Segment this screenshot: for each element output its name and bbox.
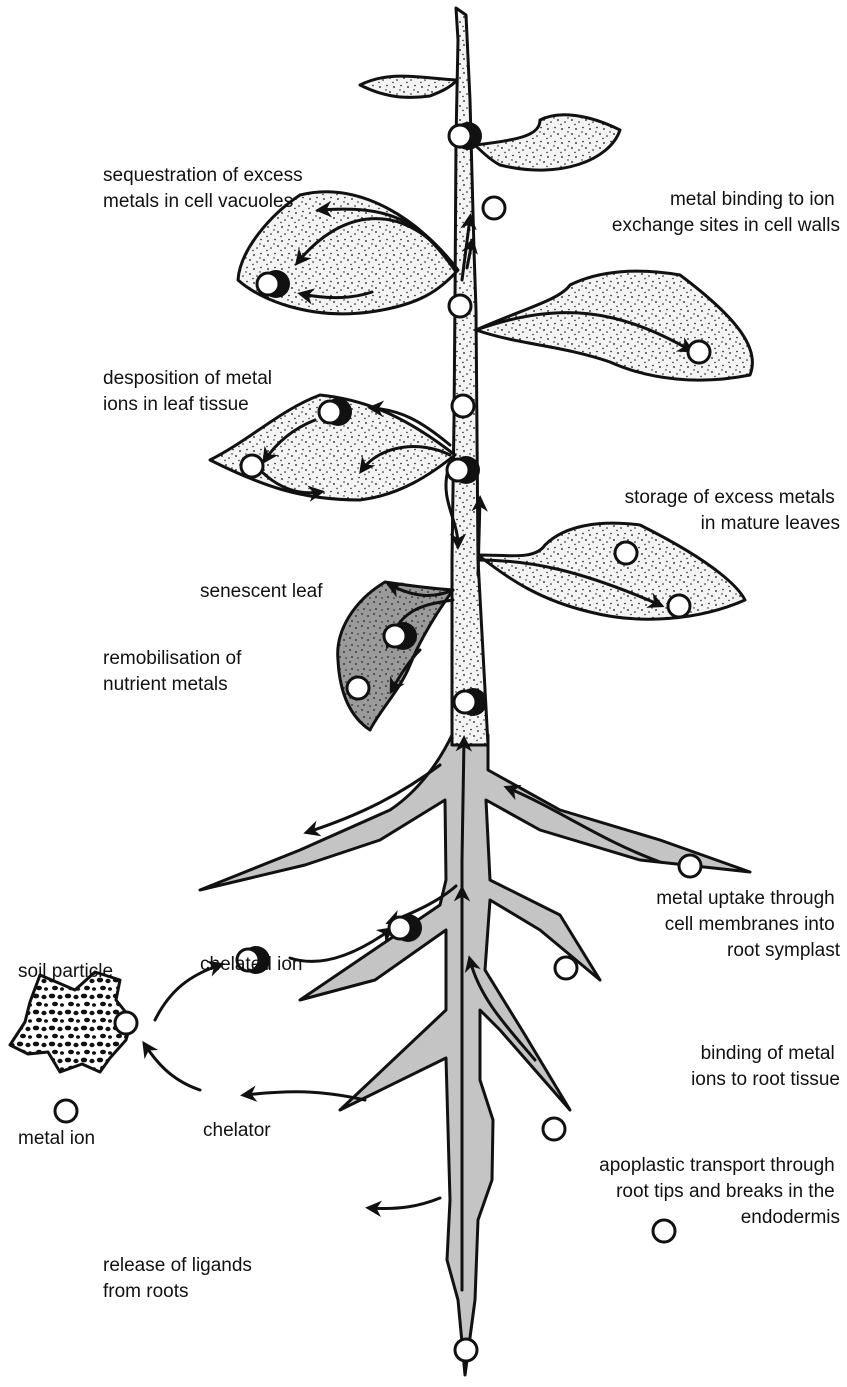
label-soil-particle: soil particle bbox=[18, 961, 113, 982]
chelator-symbol bbox=[214, 1079, 227, 1105]
metal-ion-symbol bbox=[688, 341, 710, 363]
chelated-ion-symbol bbox=[319, 398, 352, 426]
metal-ion-symbol bbox=[653, 1220, 675, 1242]
label-chelator: chelator bbox=[203, 1120, 271, 1141]
label-uptake: metal uptake through cell membranes into… bbox=[656, 888, 841, 961]
label-apoplastic: apoplastic transport through root tips a… bbox=[599, 1155, 840, 1228]
metal-ion-symbol bbox=[615, 542, 637, 564]
flow-arrow bbox=[370, 1198, 440, 1209]
chelated-ion-symbol bbox=[449, 122, 482, 150]
chelator-symbol bbox=[376, 1105, 389, 1131]
metal-ion-symbol bbox=[555, 957, 577, 979]
flow-arrow bbox=[478, 500, 480, 575]
metal-ion-symbol bbox=[668, 595, 690, 617]
label-chelated-ion: chelated ion bbox=[200, 954, 302, 975]
chelator-symbol bbox=[346, 1198, 359, 1224]
flow-arrow bbox=[145, 1045, 200, 1090]
leaf-top-right bbox=[475, 115, 620, 170]
chelated-ion-symbol bbox=[454, 688, 487, 716]
chelated-ion-symbol bbox=[257, 270, 290, 298]
label-deposition: desposition of metal ions in leaf tissue bbox=[103, 368, 277, 415]
label-release-ligands: release of ligands from roots bbox=[103, 1255, 257, 1302]
metal-ion-symbol bbox=[455, 1339, 477, 1361]
label-binding-root: binding of metal ions to root tissue bbox=[691, 1043, 840, 1090]
stem bbox=[452, 8, 488, 745]
metal-ion-symbol bbox=[449, 295, 471, 317]
leaf-storage bbox=[478, 523, 745, 619]
chelated-ion-symbol bbox=[389, 914, 422, 942]
metal-ion-symbol bbox=[115, 1012, 137, 1034]
root-system bbox=[200, 735, 750, 1375]
metal-ion-symbol bbox=[483, 197, 505, 219]
label-binding-cell-walls: metal binding to ion exchange sites in c… bbox=[612, 189, 840, 236]
metal-ion-symbol bbox=[543, 1118, 565, 1140]
metal-ion-symbol bbox=[452, 395, 474, 417]
flow-arrow bbox=[245, 1092, 365, 1100]
chelated-ion-symbol bbox=[384, 622, 417, 650]
label-remobilisation: remobilisation of nutrient metals bbox=[103, 648, 247, 695]
label-sequestration: sequestration of excess metals in cell v… bbox=[103, 165, 308, 212]
metal-ion-symbol bbox=[241, 455, 263, 477]
chelated-ion-symbol bbox=[447, 456, 480, 484]
leaf-top-left bbox=[360, 76, 457, 97]
label-metal-ion: metal ion bbox=[18, 1128, 95, 1149]
metal-ion-symbol bbox=[679, 855, 701, 877]
metal-ion-symbol bbox=[347, 677, 369, 699]
label-storage: storage of excess metals in mature leave… bbox=[625, 487, 840, 534]
leaf-right-upper bbox=[476, 271, 752, 380]
legend-metal-ion-symbol bbox=[55, 1100, 77, 1122]
label-senescent-leaf: senescent leaf bbox=[200, 581, 323, 602]
chelator-symbol bbox=[396, 1239, 409, 1265]
root-main bbox=[200, 735, 750, 1375]
